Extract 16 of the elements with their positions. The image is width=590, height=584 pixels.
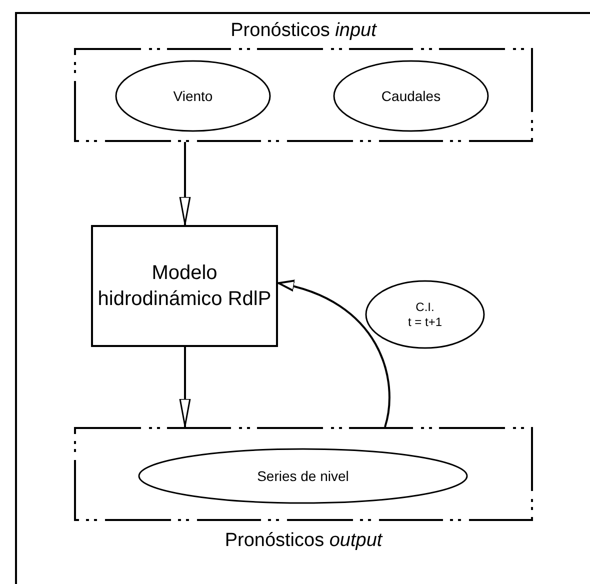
arrow: [179, 142, 191, 225]
node-label: Modelo hidrodinámico RdlP: [96, 261, 272, 312]
node-label: Viento: [173, 86, 213, 106]
group-heading: Pronósticos output: [224, 529, 384, 553]
ellipse-node: [333, 60, 489, 132]
process-box: [91, 225, 278, 347]
ellipse-node: [115, 60, 271, 132]
arrow: [278, 282, 390, 428]
ellipse-node: [365, 280, 485, 349]
ellipse-node: [138, 448, 468, 504]
arrow: [179, 347, 191, 427]
node-label: t = t+1: [408, 314, 442, 330]
node-label: Caudales: [381, 86, 441, 106]
node-label: C.I.: [416, 300, 434, 314]
node-label: Series de nivel: [257, 466, 349, 486]
group-heading: Pronósticos input: [230, 19, 378, 43]
